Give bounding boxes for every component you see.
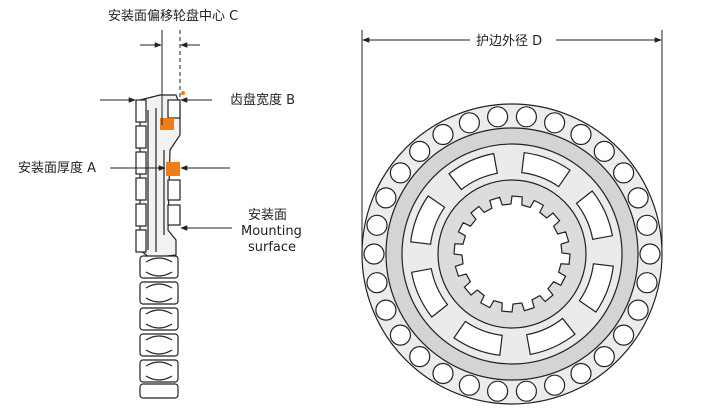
roller	[543, 112, 566, 134]
roller	[366, 272, 388, 294]
roller	[389, 162, 411, 184]
roller	[409, 346, 431, 368]
mounting-label-en-1: Mounting	[241, 224, 302, 239]
roller	[636, 214, 658, 236]
side-view	[135, 91, 185, 399]
roller	[570, 362, 592, 385]
body-slot	[575, 190, 614, 240]
side-disc-lines	[147, 108, 165, 252]
body-slot	[526, 317, 576, 356]
diameter-d-label: 护边外径 D	[476, 34, 542, 49]
roller	[612, 324, 635, 346]
roller	[458, 374, 480, 396]
slot-ring	[410, 152, 614, 356]
body-slot	[410, 195, 446, 245]
roller	[515, 380, 538, 402]
thickness-a-label: 安装面厚度 A	[18, 160, 96, 176]
roller-ring	[363, 106, 661, 402]
roller	[375, 187, 397, 209]
roller	[458, 112, 480, 134]
spline-bore	[453, 195, 571, 313]
roller	[593, 346, 615, 368]
roller	[515, 106, 538, 128]
roller	[612, 162, 635, 184]
roller	[639, 243, 661, 265]
roller	[627, 187, 649, 209]
roller	[375, 299, 397, 321]
roller	[487, 106, 509, 128]
side-upper-teeth	[135, 99, 181, 253]
body-slot	[410, 268, 449, 318]
roller	[366, 214, 388, 236]
roller	[389, 324, 411, 346]
diameter-dimension	[361, 30, 663, 252]
roller	[363, 243, 385, 265]
roller	[627, 299, 649, 321]
roller	[409, 140, 431, 162]
width-b-label: 齿盘宽度 B	[230, 92, 295, 108]
roller	[543, 374, 566, 396]
roller	[487, 380, 509, 402]
body-slot	[453, 320, 503, 356]
roller	[570, 123, 592, 146]
width-highlight	[160, 118, 174, 130]
offset-dot	[181, 91, 185, 95]
side-dimensions	[100, 30, 232, 231]
front-view	[361, 103, 663, 405]
mounting-label-en-2: surface	[248, 240, 296, 255]
mounting-label-cn: 安装面	[248, 208, 287, 223]
side-lower-teeth	[139, 255, 179, 399]
thickness-highlight	[166, 162, 180, 176]
body-slot	[521, 152, 571, 188]
body-slot	[578, 263, 614, 313]
roller	[432, 123, 454, 146]
roller	[432, 362, 454, 385]
body-slot	[448, 152, 498, 191]
offset-c-label: 安装面偏移轮盘中心 C	[108, 8, 238, 24]
roller	[636, 272, 658, 294]
roller	[593, 140, 615, 162]
